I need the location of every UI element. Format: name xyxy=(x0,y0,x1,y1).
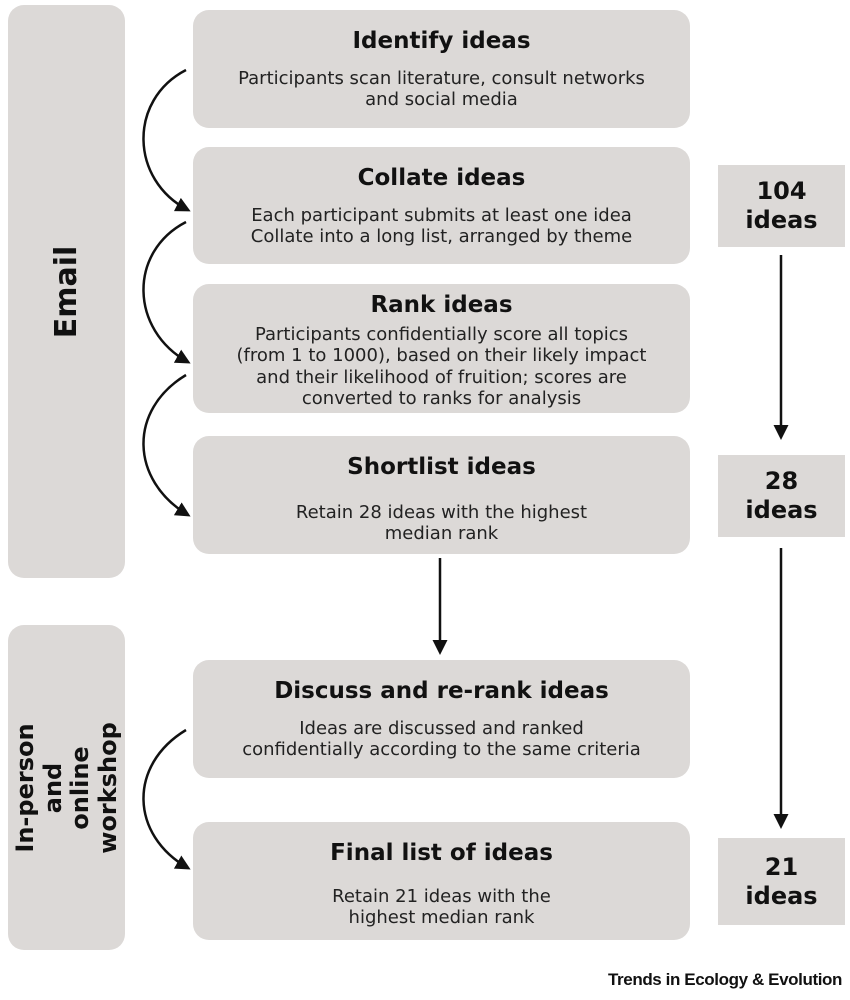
count-unit: ideas xyxy=(745,881,818,910)
step-title: Shortlist ideas xyxy=(347,454,536,480)
publisher-credit: Trends in Ecology & Evolution xyxy=(608,970,842,989)
step-final-list-ideas: Final list of ideas Retain 21 ideas with… xyxy=(193,822,690,940)
count-box-28: 28 ideas xyxy=(718,455,845,537)
step-title: Final list of ideas xyxy=(330,840,553,866)
step-title: Discuss and re-rank ideas xyxy=(274,678,609,704)
step-description: Retain 28 ideas with the highest median … xyxy=(295,501,588,545)
phase-email: Email xyxy=(8,5,125,578)
step-title: Collate ideas xyxy=(357,165,526,191)
curved-arrow-identify-to-collate xyxy=(142,68,191,212)
phase-workshop: In-person and online workshop xyxy=(8,625,125,950)
step-shortlist-ideas: Shortlist ideas Retain 28 ideas with the… xyxy=(193,436,690,554)
curved-arrow-discuss-to-final xyxy=(142,728,191,870)
step-identify-ideas: Identify ideas Participants scan literat… xyxy=(193,10,690,128)
count-number: 21 xyxy=(764,852,799,881)
count-unit: ideas xyxy=(745,206,818,234)
count-box-21: 21 ideas xyxy=(718,838,845,925)
curved-arrow-collate-to-rank xyxy=(142,220,191,364)
step-description: Ideas are discussed and ranked confident… xyxy=(242,717,641,761)
step-description: Participants confidentially score all to… xyxy=(236,323,647,410)
count-number: 28 xyxy=(764,467,799,496)
curved-arrow-rank-to-shortlist xyxy=(142,373,191,517)
count-box-104: 104 ideas xyxy=(718,165,845,247)
step-discuss-rerank-ideas: Discuss and re-rank ideas Ideas are disc… xyxy=(193,660,690,778)
count-number: 104 xyxy=(756,177,807,206)
step-title: Identify ideas xyxy=(352,28,531,54)
step-collate-ideas: Collate ideas Each participant submits a… xyxy=(193,147,690,264)
step-description: Retain 21 ideas with the highest median … xyxy=(332,885,551,929)
count-unit: ideas xyxy=(745,496,818,524)
step-description: Each participant submits at least one id… xyxy=(250,204,633,248)
step-rank-ideas: Rank ideas Participants confidentially s… xyxy=(193,284,690,413)
step-description: Participants scan literature, consult ne… xyxy=(238,67,645,111)
step-title: Rank ideas xyxy=(370,292,513,318)
